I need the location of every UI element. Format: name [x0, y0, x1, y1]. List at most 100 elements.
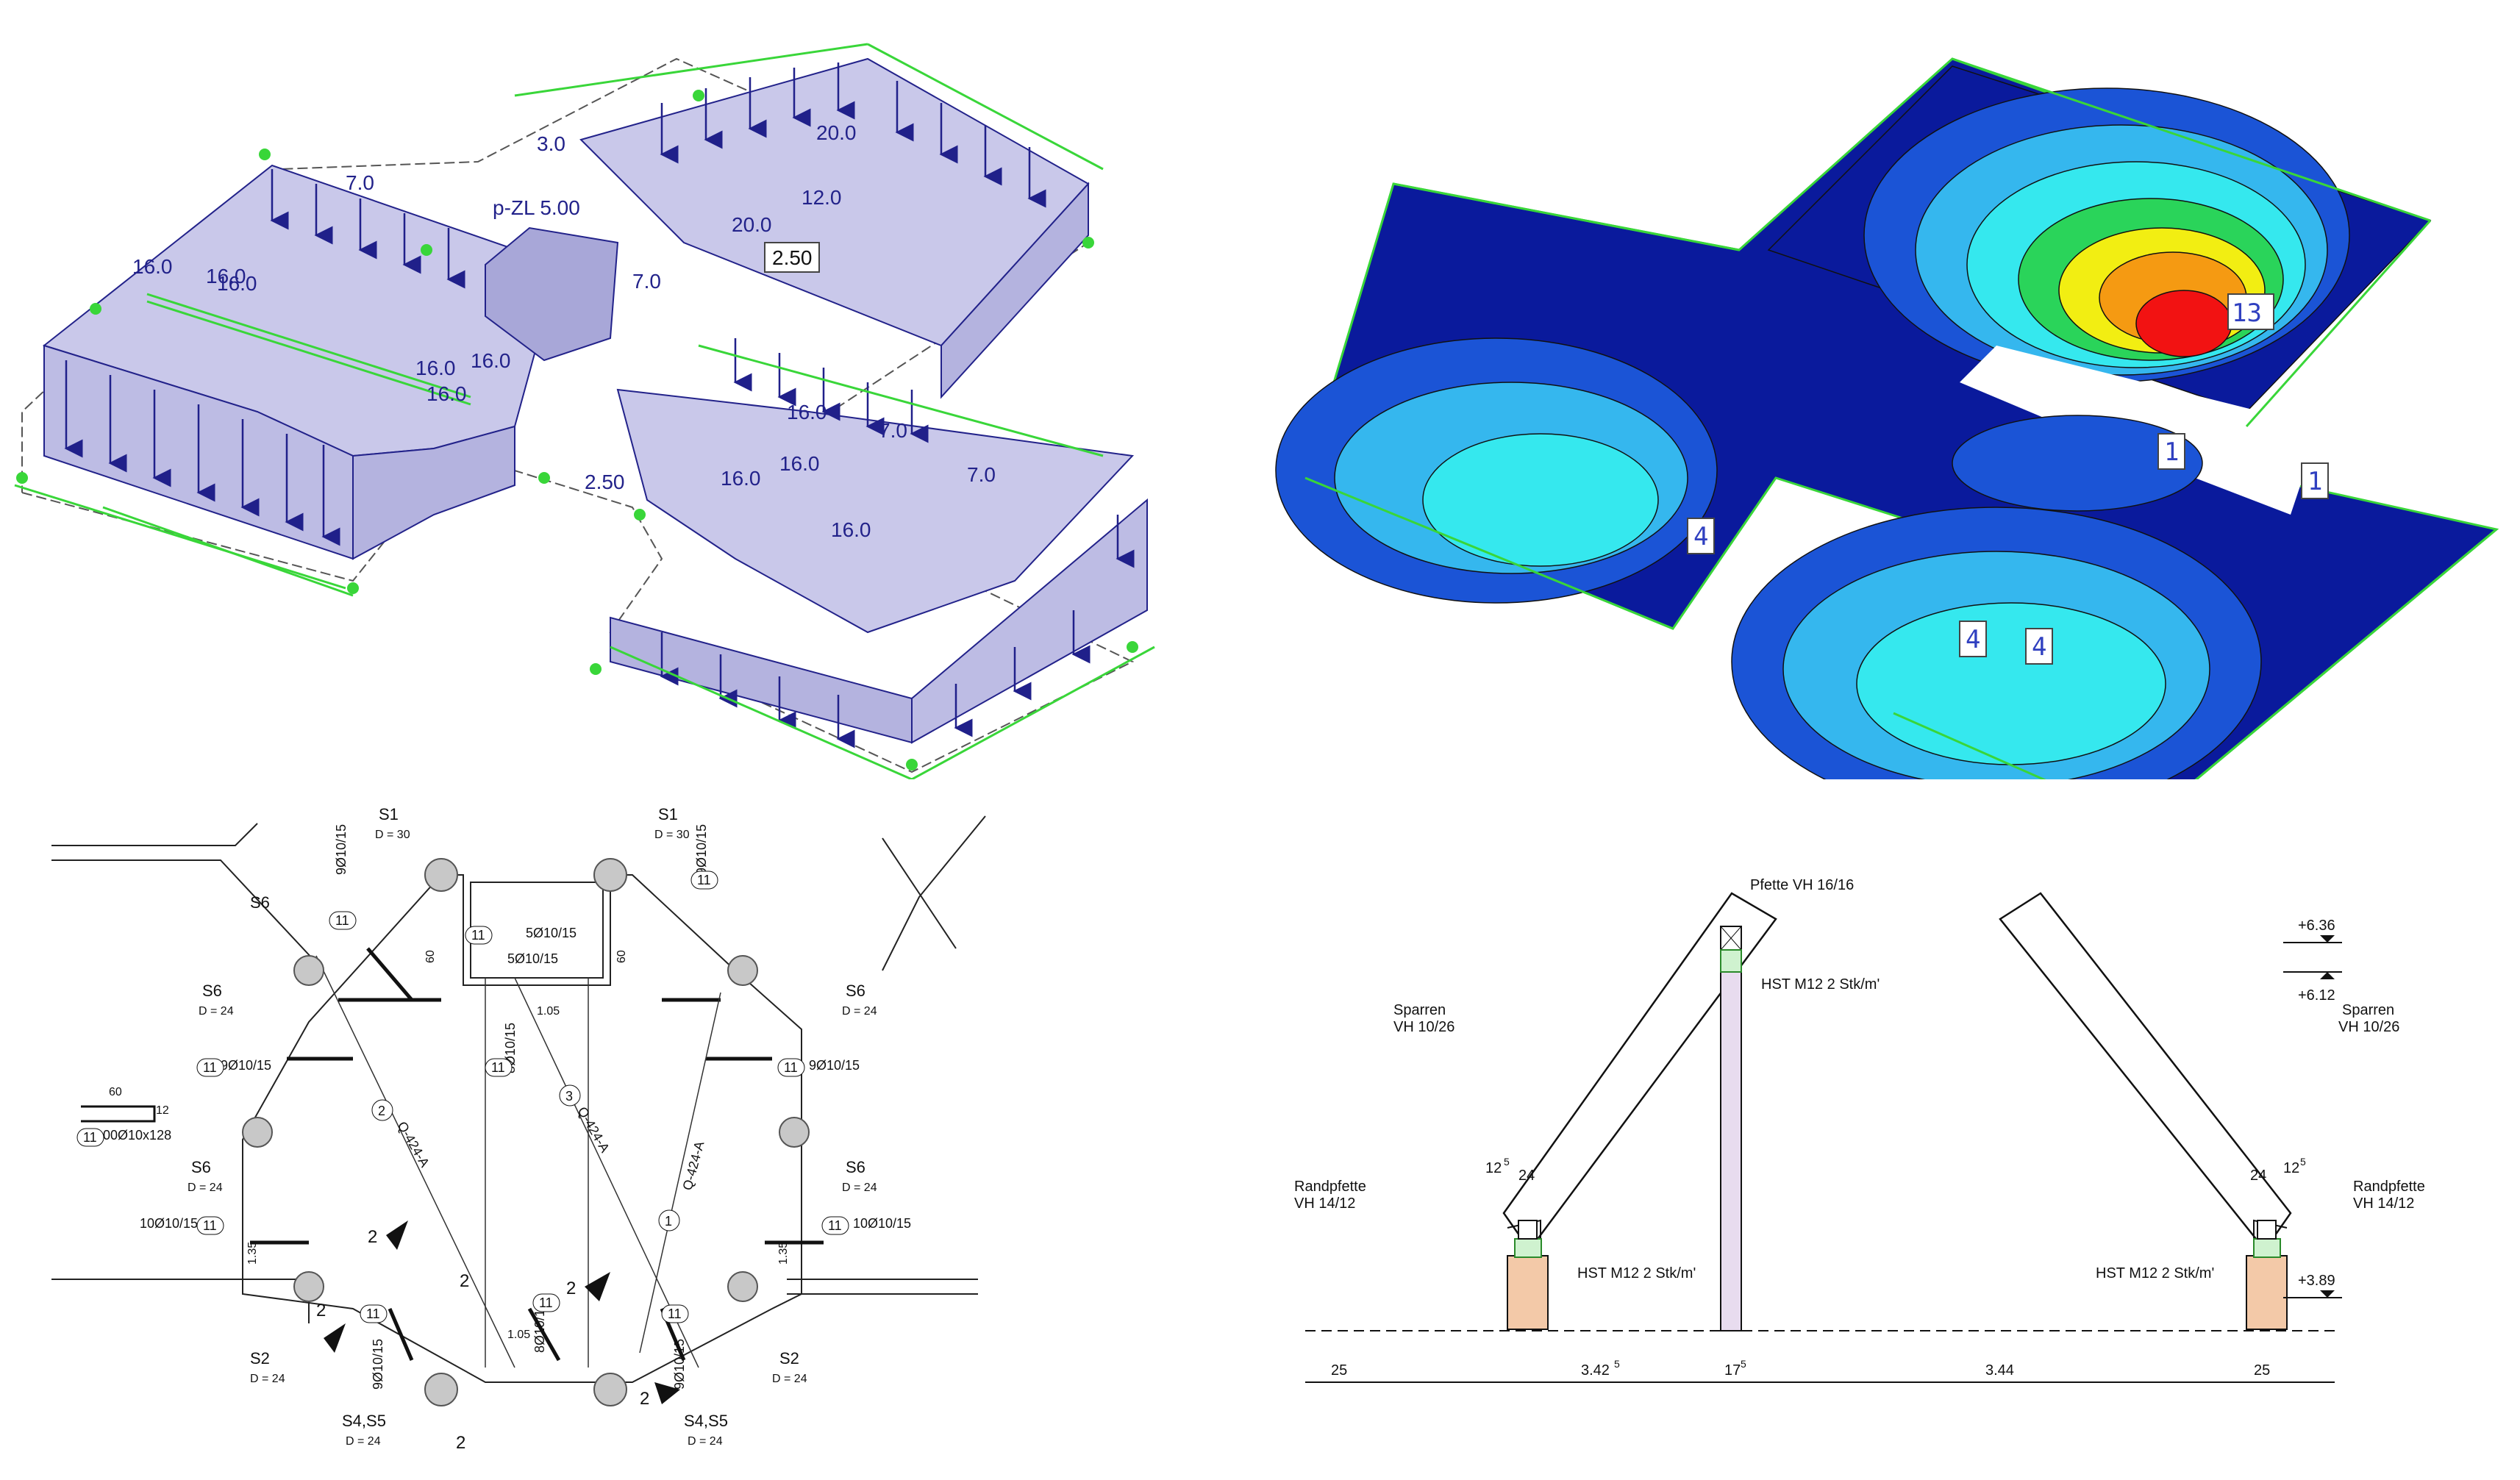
column-name: S6	[202, 982, 222, 1000]
eaves-label: VH 14/12	[2353, 1195, 2414, 1212]
section-mark: 2	[456, 1433, 465, 1453]
column-diameter: D = 24	[842, 1182, 877, 1194]
level-label: +6.36	[2298, 918, 2335, 934]
column-diameter: D = 24	[842, 1005, 877, 1018]
load-label: 16.0	[721, 467, 761, 490]
dimension: 60	[109, 1086, 122, 1098]
dimension: 24	[1518, 1168, 1535, 1184]
column-s6	[727, 955, 758, 986]
column-s6	[293, 955, 324, 986]
load-label: 16.0	[787, 401, 827, 423]
dimension: 3.42	[1581, 1362, 1610, 1379]
dimension: 60	[615, 950, 628, 963]
contour-value: 13	[2232, 298, 2262, 328]
rebar-label: 9Ø10/15	[221, 1058, 271, 1073]
column-name: S6	[191, 1158, 211, 1176]
column-diameter: D = 24	[250, 1373, 285, 1385]
column-name: S2	[250, 1349, 270, 1368]
load-model-drawing: 7.0 3.0 20.0 12.0 20.0 p-ZL 5.00 16.0 16…	[14, 43, 1155, 779]
dimension: 12	[1485, 1160, 1502, 1176]
ridge-post	[1720, 926, 1742, 1331]
load-label: 7.0	[632, 270, 661, 293]
load-label: 16.0	[415, 357, 456, 379]
column-name: S4,S5	[342, 1412, 386, 1430]
load-label: 16.0	[206, 265, 246, 287]
mesh-lines	[315, 955, 721, 1368]
load-model-panel: 7.0 3.0 20.0 12.0 20.0 p-ZL 5.00 16.0 16…	[0, 0, 1261, 779]
rafter-label: VH 10/26	[1393, 1019, 1454, 1035]
mesh-label: Q-424-A	[575, 1104, 613, 1155]
position-number: 11	[203, 1060, 217, 1075]
column-diameter: D = 24	[199, 1005, 234, 1018]
load-label: 7.0	[967, 463, 996, 486]
eaves-label: VH 14/12	[1294, 1195, 1355, 1212]
column-name: S2	[779, 1349, 799, 1368]
support-lines	[14, 43, 1155, 779]
column-name: S6	[846, 982, 865, 1000]
rebar-label: 9Ø10/15	[694, 824, 709, 875]
position-number: 11	[491, 1060, 505, 1075]
rafter-label: Sparren	[2342, 1002, 2394, 1018]
contour-value: 4	[1693, 522, 1708, 551]
dimension: 12	[2283, 1160, 2299, 1176]
section-arrows	[324, 1220, 680, 1404]
position-number: 2	[378, 1104, 385, 1118]
load-label: 16.0	[426, 382, 467, 405]
section-mark: 2	[566, 1279, 576, 1298]
rebar-label: 9Ø10/15	[334, 824, 349, 875]
section-mark: 2	[368, 1227, 377, 1247]
rebar-label: 9Ø10/15	[809, 1058, 860, 1073]
position-number: 11	[83, 1130, 97, 1145]
load-arrows	[64, 62, 1135, 748]
load-label: 16.0	[471, 349, 511, 372]
load-prism-lower	[610, 388, 1148, 744]
rebar-labels: 5Ø10/15 5Ø10/15 9Ø10/15 9Ø10/15 10Ø10/15…	[96, 824, 911, 1390]
position-number: 11	[784, 1060, 798, 1075]
column-name: S6	[250, 893, 270, 912]
column-labels: S1 D = 30 S1 D = 30 S6 D = 24 S6 D = 24 …	[188, 805, 877, 1448]
section-mark: 2	[640, 1389, 649, 1409]
anchor-label: HST M12 2 Stk/m'	[1761, 976, 1880, 993]
column-s4s5	[593, 1373, 627, 1406]
position-number: 11	[203, 1218, 217, 1233]
load-label: 3.0	[537, 132, 565, 155]
position-number: 11	[471, 928, 485, 943]
section-marks: 2 2 2 2 2 2	[316, 1227, 649, 1453]
contour-labels: 13 1 1 4 4 4	[1687, 293, 2329, 665]
dimension: 1.05	[507, 1329, 530, 1341]
dimension: 5	[1504, 1156, 1510, 1168]
slab-outline	[51, 815, 986, 1383]
contour-drawing: 13 1 1 4 4 4	[1275, 57, 2499, 779]
contour-value: 1	[2307, 467, 2322, 496]
eaves-left	[1507, 1219, 1549, 1330]
rebar-label: 9Ø10/15	[371, 1339, 385, 1390]
load-label: 20.0	[732, 213, 772, 236]
rafters	[1502, 892, 2292, 1252]
contour-lower	[1731, 415, 2262, 779]
column-s2	[727, 1271, 758, 1302]
rebar-label: 10Ø10/15	[140, 1216, 198, 1231]
dimension: 1.05	[537, 1005, 560, 1018]
position-number: 11	[697, 873, 711, 887]
section-mark: 2	[460, 1271, 469, 1291]
dimension: 5	[2300, 1156, 2306, 1168]
support-nodes	[16, 90, 1138, 771]
load-label: 7.0	[346, 171, 374, 194]
dimension: 1.35	[777, 1242, 790, 1265]
load-labels: 7.0 3.0 20.0 12.0 20.0 p-ZL 5.00 16.0 16…	[132, 121, 996, 541]
position-number: 11	[366, 1306, 380, 1321]
rebar-label: 9Ø10/15	[672, 1339, 687, 1390]
column-s2	[293, 1271, 324, 1302]
rafter-label: Sparren	[1393, 1002, 1446, 1018]
load-label: 7.0	[879, 419, 907, 442]
contour-value: 1	[2164, 437, 2179, 467]
position-number: 11	[539, 1295, 553, 1310]
dimension: 25	[2254, 1362, 2270, 1379]
column-s6	[242, 1117, 273, 1148]
position-numbers: 11 11 11 11 11 11 11 11 11 11 11 11 2 3 …	[76, 871, 849, 1323]
column-s1-right	[593, 858, 627, 892]
load-label: 16.0	[217, 272, 257, 295]
load-label: 12.0	[802, 186, 842, 209]
eaves-right	[2246, 1219, 2288, 1330]
column-diameter: D = 24	[772, 1373, 807, 1385]
